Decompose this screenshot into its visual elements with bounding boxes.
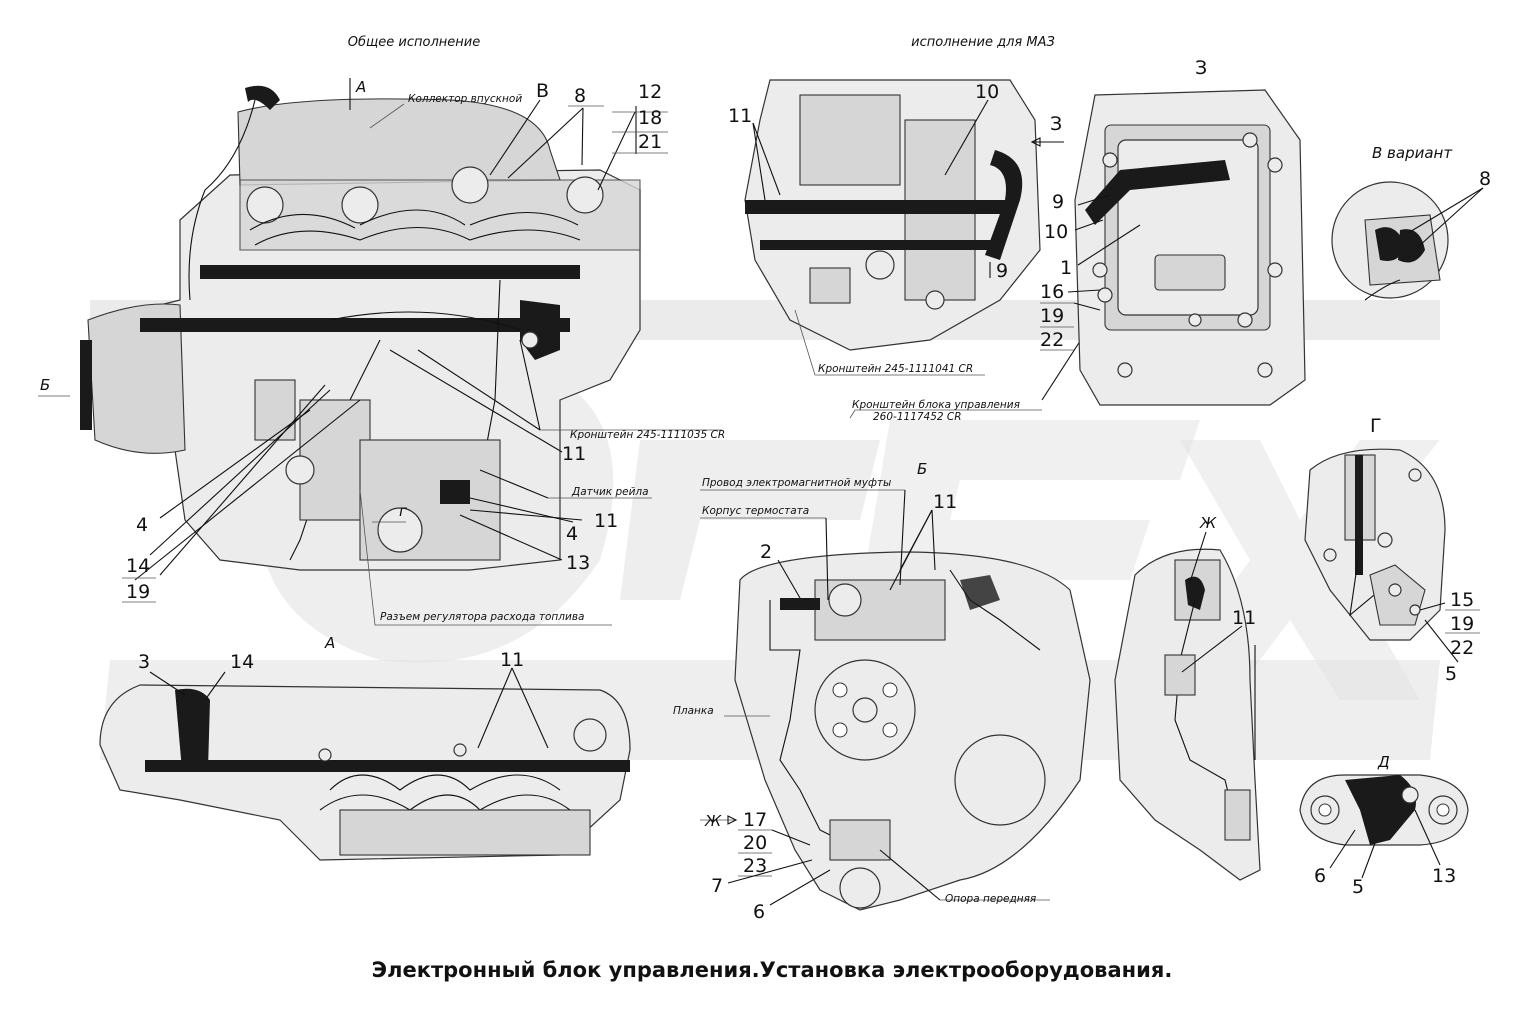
g-view (1304, 448, 1480, 663)
view-label-zh: Ж (1199, 514, 1217, 532)
callout-a-14: 14 (230, 651, 254, 673)
view-label-v-variant: В вариант (1372, 144, 1453, 162)
callout-b-20: 20 (743, 832, 767, 854)
b-view (700, 489, 1091, 911)
zh-view (1114, 531, 1261, 881)
callout-z-1: 1 (1060, 257, 1072, 279)
view-label-a-top: А (355, 78, 366, 96)
view-label-g: Г (1370, 415, 1382, 437)
d-view (1299, 774, 1469, 879)
callout-4: 4 (566, 523, 578, 545)
callout-z-9: 9 (1052, 191, 1064, 213)
view-label-a-bottom: А (324, 634, 335, 652)
label-fuel-regulator: Разъем регулятора расхода топлива (380, 611, 584, 623)
header-general: Общее исполнение (348, 35, 480, 50)
label-plate: Планка (673, 705, 714, 717)
callout-maz-9: 9 (996, 260, 1008, 282)
view-label-b-arrow: Б (40, 376, 50, 394)
view-label-zh-arrow: Ж (704, 812, 722, 830)
callout-z-22: 22 (1040, 329, 1064, 351)
view-label-z-arrow: З (1050, 113, 1062, 135)
callout-z-19: 19 (1040, 305, 1064, 327)
callout-14: 14 (126, 555, 150, 577)
label-clutch-wire: Провод электромагнитной муфты (702, 477, 891, 489)
callout-12: 12 (638, 81, 662, 103)
callout-d-5: 5 (1352, 876, 1364, 898)
maz-view (744, 79, 1096, 419)
label-bracket-ecu-2: 260-1117452 CR (873, 411, 962, 423)
z-view-ecu (1040, 89, 1306, 406)
view-label-g-inline: г (399, 502, 407, 520)
label-bracket-1041: Кронштейн 245-1111041 CR (818, 363, 973, 375)
view-label-z: З (1195, 57, 1207, 79)
callout-maz-10: 10 (975, 81, 999, 103)
v-variant-view (1331, 181, 1484, 301)
callout-b-6: 6 (753, 901, 765, 923)
callout-a-11: 11 (500, 649, 524, 671)
callout-g-22: 22 (1450, 637, 1474, 659)
callout-z-10: 10 (1044, 221, 1068, 243)
callout-11: 11 (562, 443, 586, 465)
callout-g-5: 5 (1445, 663, 1457, 685)
label-bracket-1035: Кронштейн 245-1111035 CR (570, 429, 725, 441)
callout-g-19: 19 (1450, 613, 1474, 635)
callout-b-17: 17 (743, 809, 767, 831)
callout-13: 13 (566, 552, 590, 574)
view-label-d: Д (1377, 753, 1390, 771)
label-thermostat: Корпус термостата (702, 505, 809, 517)
callout-zh-11: 11 (1232, 607, 1256, 629)
callout-b-2: 2 (760, 541, 772, 563)
callout-b-7: 7 (711, 875, 723, 897)
header-maz: исполнение для МАЗ (911, 35, 1055, 50)
view-label-b: Б (917, 460, 927, 478)
callout-8: 8 (574, 85, 586, 107)
callout-maz-11: 11 (728, 105, 752, 127)
callout-19: 19 (126, 581, 150, 603)
a-view (99, 667, 631, 861)
callout-21: 21 (638, 131, 662, 153)
callout-v-8: 8 (1479, 168, 1491, 190)
diagram-caption: Электронный блок управления.Установка эл… (372, 958, 1173, 982)
callout-18: 18 (638, 107, 662, 129)
callout-4b: 4 (136, 514, 148, 536)
callout-g-15: 15 (1450, 589, 1474, 611)
label-rail-sensor: Датчик рейла (571, 486, 649, 498)
label-front-support: Опора передняя (945, 893, 1036, 905)
main-leaders (38, 78, 722, 626)
callout-b-23: 23 (743, 855, 767, 877)
label-intake-manifold: Коллектор впускной (408, 93, 522, 105)
main-engine-view (80, 85, 641, 571)
callout-a-3: 3 (138, 651, 150, 673)
view-label-v: В (536, 80, 549, 102)
label-bracket-ecu-1: Кронштейн блока управления (852, 399, 1020, 411)
callout-z-16: 16 (1040, 281, 1064, 303)
callout-d-6: 6 (1314, 865, 1326, 887)
callout-b-11: 11 (933, 491, 957, 513)
callout-d-13: 13 (1432, 865, 1456, 887)
callout-11b: 11 (594, 510, 618, 532)
